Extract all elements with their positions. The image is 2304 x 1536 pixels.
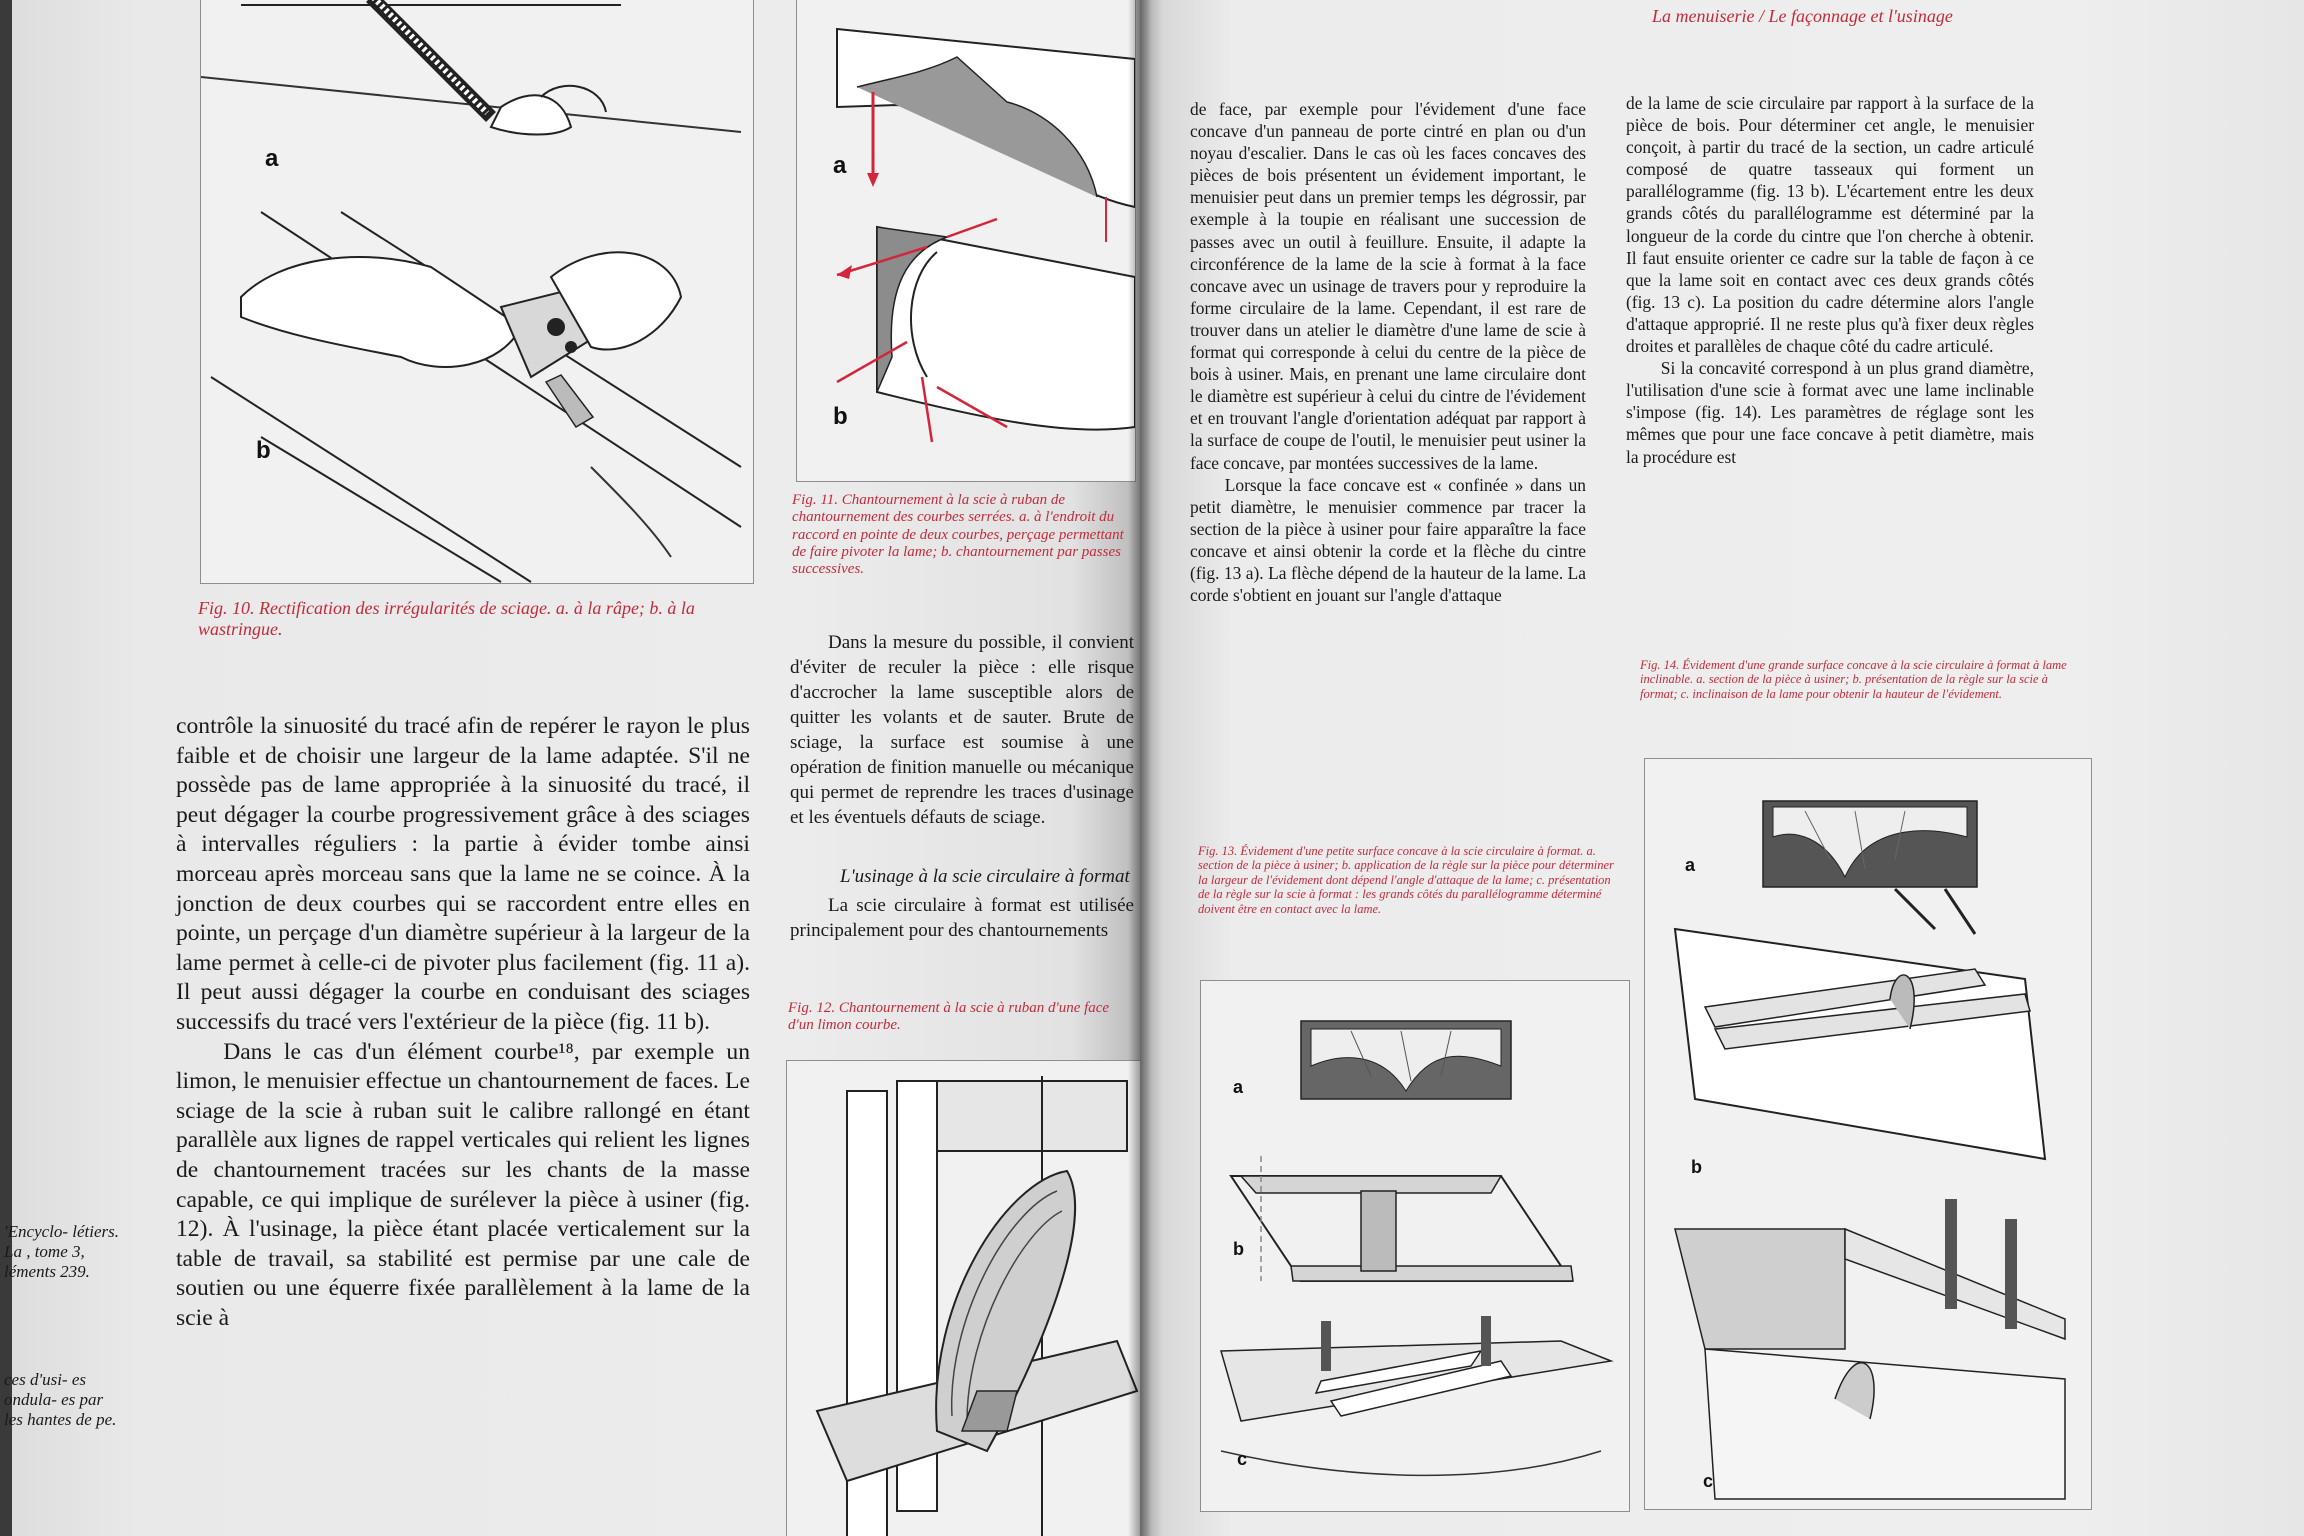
fig13-illustration xyxy=(1220,1020,1614,1477)
left-paragraph-2: Dans le cas d'un élément courbe¹⁸, par e… xyxy=(176,1038,750,1331)
fig10-letter-b: b xyxy=(256,437,271,464)
fig10-caption: Fig. 10. Rectification des irrégularités… xyxy=(198,598,695,639)
fig10-letter-a: a xyxy=(265,145,279,172)
fig14-frame: a b c xyxy=(1644,758,2092,1510)
right-col1-text: de face, par exemple pour l'évidement d'… xyxy=(1190,98,1586,606)
fig14-caption: Fig. 14. Évidement d'une grande surface … xyxy=(1640,658,2067,701)
left-page: a b Fig. 10. Rectification des irrégular… xyxy=(0,0,1140,1536)
center-text-1: Dans la mesure du possible, il convient … xyxy=(790,632,1134,828)
right-page: La menuiserie / Le façonnage et l'usinag… xyxy=(1140,0,2304,1536)
fig14-letter-a: a xyxy=(1685,855,1696,875)
running-header: La menuiserie / Le façonnage et l'usinag… xyxy=(1652,6,1953,26)
left-main-text: contrôle la sinuosité du tracé afin de r… xyxy=(176,712,750,1333)
fig13-letter-b: b xyxy=(1233,1239,1244,1259)
fig10-illustration xyxy=(200,0,742,583)
right-col2-paragraph-2: Si la concavité correspond à un plus gra… xyxy=(1626,358,2034,467)
right-col1-paragraph-1: de face, par exemple pour l'évidement d'… xyxy=(1190,99,1586,473)
left-paragraph-1: contrôle la sinuosité du tracé afin de r… xyxy=(176,713,750,1035)
fig14-letter-b: b xyxy=(1691,1157,1702,1177)
right-col2-paragraph-1: de la lame de scie circulaire par rappor… xyxy=(1626,93,2034,357)
right-col2-text: de la lame de scie circulaire par rappor… xyxy=(1626,92,2034,468)
fig14-letter-c: c xyxy=(1703,1471,1714,1491)
fig11-letter-b: b xyxy=(833,403,848,430)
fig13-frame: a b c xyxy=(1200,980,1630,1512)
page-edge-shadow xyxy=(0,0,12,1536)
footnote-b: ces d'usi- es ondula- es par les hantes … xyxy=(4,1370,117,1430)
fig11-caption: Fig. 11. Chantournement à la scie à ruba… xyxy=(792,492,1124,577)
footnote-a: 'Encyclo- létiers. La , tome 3, léments … xyxy=(4,1222,120,1282)
fig13-letter-a: a xyxy=(1233,1077,1244,1097)
center-subheading: L'usinage à la scie circulaire à format xyxy=(840,866,1130,887)
fig11-frame: a b xyxy=(796,0,1136,482)
fig12-caption: Fig. 12. Chantournement à la scie à ruba… xyxy=(788,1000,1110,1034)
fig10-frame: a b xyxy=(200,0,754,584)
fig13-caption: Fig. 13. Évidement d'une petite surface … xyxy=(1198,844,1614,916)
fig14-illustration xyxy=(1673,800,2066,1500)
right-col1-paragraph-2: Lorsque la face concave est « confinée »… xyxy=(1190,474,1586,606)
fig12-frame xyxy=(786,1060,1140,1536)
fig11-letter-a: a xyxy=(833,152,847,179)
fig12-illustration xyxy=(815,1076,1139,1536)
fig13-letter-c: c xyxy=(1237,1449,1248,1469)
book-gutter xyxy=(1128,0,1152,1536)
fig11-illustration xyxy=(836,27,1136,443)
center-text-2: La scie circulaire à format est utilisée… xyxy=(790,895,1134,941)
